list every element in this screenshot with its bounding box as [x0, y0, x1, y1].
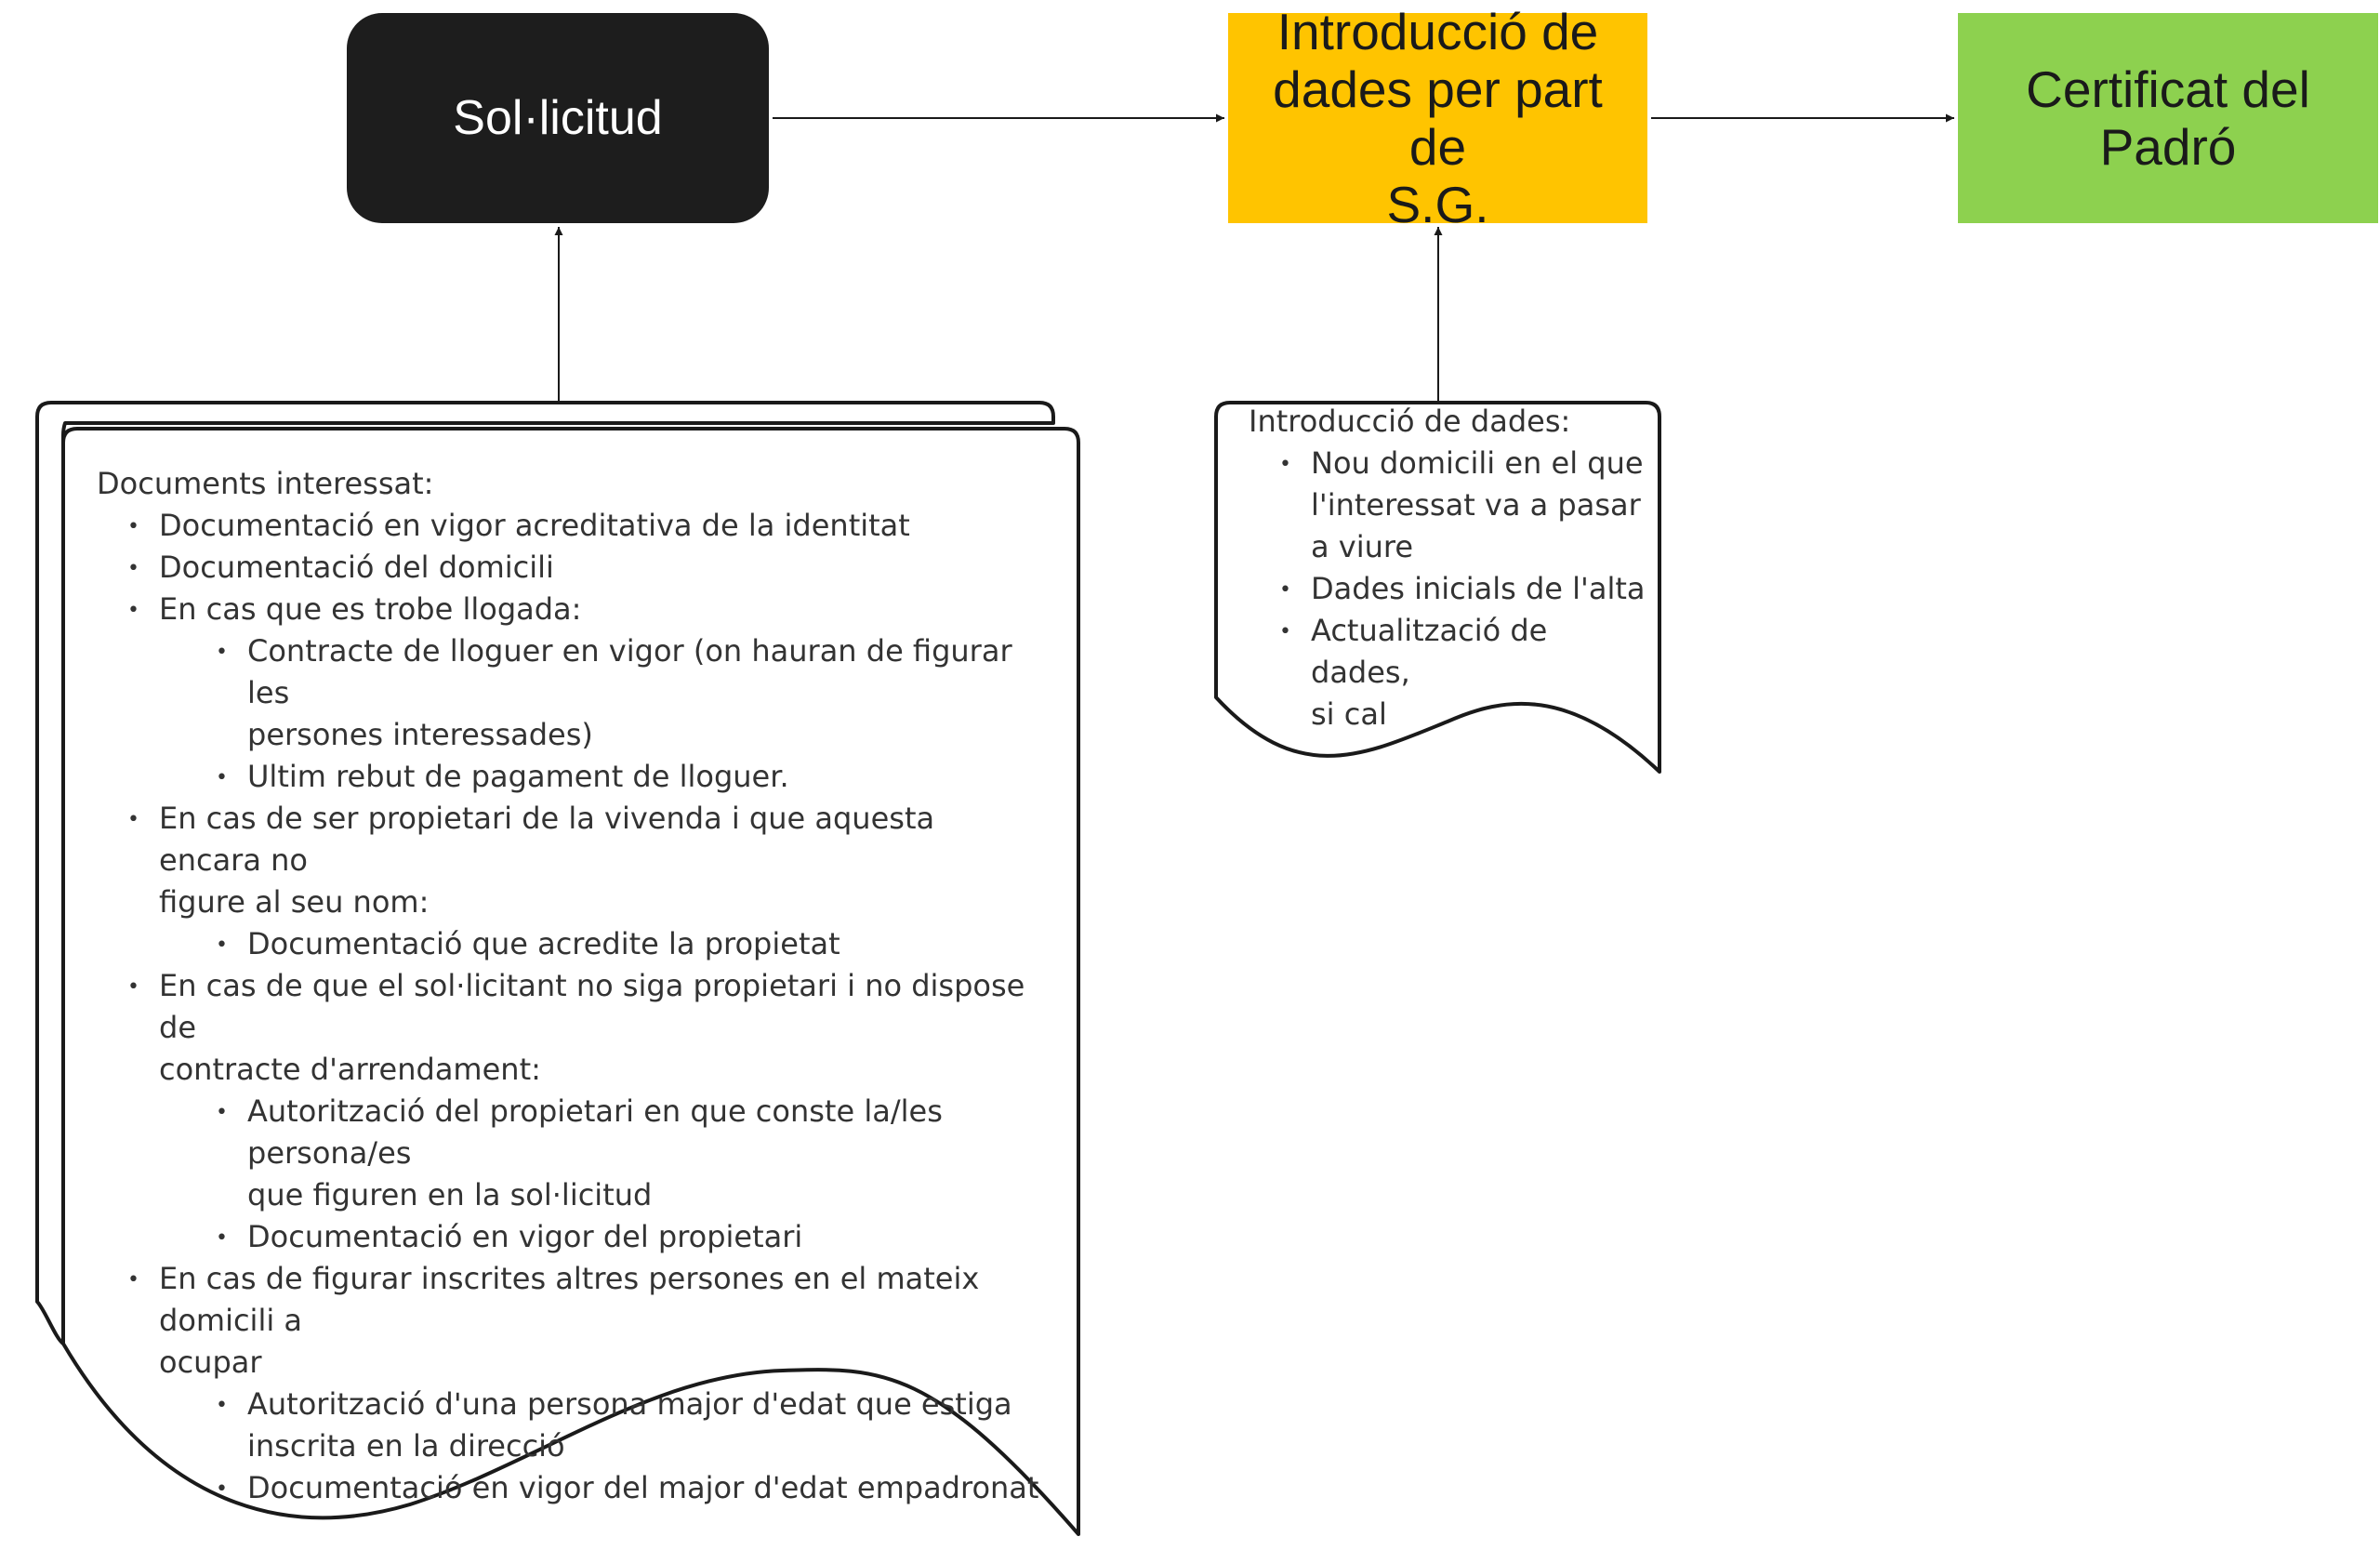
introduccio-dades-list: Nou domicili en el que l'interessat va a … [1249, 443, 1648, 735]
introduccio-node-shape [1228, 13, 1647, 223]
list-item: En cas que es trobe llogada: [97, 589, 1045, 631]
list-item-line: Documentació en vigor del propietari [247, 1219, 803, 1254]
documents-list: Documentació en vigor acreditativa de la… [97, 505, 1045, 1510]
list-item-line: En cas que es trobe llogada: [159, 591, 582, 627]
documents-heading: Documents interessat: [97, 466, 434, 501]
list-item-line: Nou domicili en el que [1311, 445, 1644, 481]
solicitud-node-label: Sol·licitud [453, 91, 663, 145]
list-item: Contracte de lloguer en vigor (on hauran… [97, 630, 1045, 756]
list-item-line: inscrita en la direcció [247, 1428, 565, 1464]
list-item: Dades inicials de l'alta [1249, 568, 1648, 611]
list-item: Autorització del propietari en que const… [97, 1091, 1045, 1216]
introduccio-node-label: Introducció de dades per part de S.G. [1239, 3, 1636, 233]
introduccio-node: Introducció de dades per part de S.G. [1228, 3, 1647, 233]
list-item: Actualització de dades, si cal [1249, 610, 1648, 735]
list-item-line: contracte d'arrendament: [159, 1052, 541, 1087]
list-item-line: Documentació del domicili [159, 550, 554, 585]
list-item-line: que figuren en la sol·licitud [247, 1177, 653, 1212]
list-item: Nou domicili en el que l'interessat va a … [1249, 443, 1648, 568]
list-item: Documentació en vigor acreditativa de la… [97, 505, 1045, 548]
list-item-line: Autorització del propietari en que const… [247, 1093, 943, 1171]
list-item-line: En cas de ser propietari de la vivenda i… [159, 801, 935, 878]
certificat-node-label: Certificat del Padró [2026, 60, 2310, 176]
list-item: En cas de que el sol·licitant no siga pr… [97, 965, 1045, 1091]
solicitud-node-shape [347, 13, 769, 223]
list-item: En cas de figurar inscrites altres perso… [97, 1258, 1045, 1384]
list-item: Documentació en vigor del major d'edat e… [97, 1467, 1045, 1510]
list-item-line: l'interessat va a pasar [1311, 487, 1641, 523]
list-item-line: a viure [1311, 529, 1414, 564]
certificat-label-line: Padró [2099, 118, 2237, 176]
list-item: Documentació en vigor del propietari [97, 1216, 1045, 1259]
certificat-node-shape [1958, 13, 2378, 223]
list-item-line: Actualització de dades, [1311, 613, 1548, 690]
introduccio-dades-heading: Introducció de dades: [1249, 404, 1571, 439]
list-item: Documentació que acredite la propietat [97, 923, 1045, 966]
documents-interessat-text: Documents interessat: Documentació en vi… [97, 463, 1045, 1510]
list-item-line: Documentació en vigor acreditativa de la… [159, 508, 910, 543]
solicitud-node: Sol·licitud [347, 13, 769, 223]
list-item-line: Autorització d'una persona major d'edat … [247, 1386, 1012, 1422]
list-item-line: persones interessades) [247, 717, 593, 752]
list-item-line: En cas de figurar inscrites altres perso… [159, 1261, 980, 1338]
list-item: Documentació del domicili [97, 547, 1045, 590]
list-item: Autorització d'una persona major d'edat … [97, 1384, 1045, 1467]
introduccio-dades-text: Introducció de dades: Nou domicili en el… [1249, 401, 1648, 735]
introduccio-label-line: dades per part de [1273, 60, 1603, 176]
list-item-line: Dades inicials de l'alta [1311, 571, 1646, 606]
certificat-label-line: Certificat del [2026, 60, 2310, 118]
list-item-line: Contracte de lloguer en vigor (on hauran… [247, 633, 1012, 710]
introduccio-label-line: Introducció de [1276, 3, 1599, 60]
list-item: Ultim rebut de pagament de lloguer. [97, 756, 1045, 799]
list-item-line: Documentació que acredite la propietat [247, 926, 840, 961]
list-item-line: ocupar [159, 1345, 262, 1380]
documents-shape-back [35, 401, 1055, 1345]
list-item-line: Ultim rebut de pagament de lloguer. [247, 759, 789, 794]
list-item-line: si cal [1311, 696, 1387, 732]
list-item-line: Documentació en vigor del major d'edat e… [247, 1470, 1039, 1505]
list-item: En cas de ser propietari de la vivenda i… [97, 798, 1045, 923]
list-item-line: figure al seu nom: [159, 884, 430, 920]
list-item-line: En cas de que el sol·licitant no siga pr… [159, 968, 1025, 1045]
certificat-node: Certificat del Padró [1958, 13, 2378, 223]
introduccio-label-line: S.G. [1386, 176, 1489, 233]
